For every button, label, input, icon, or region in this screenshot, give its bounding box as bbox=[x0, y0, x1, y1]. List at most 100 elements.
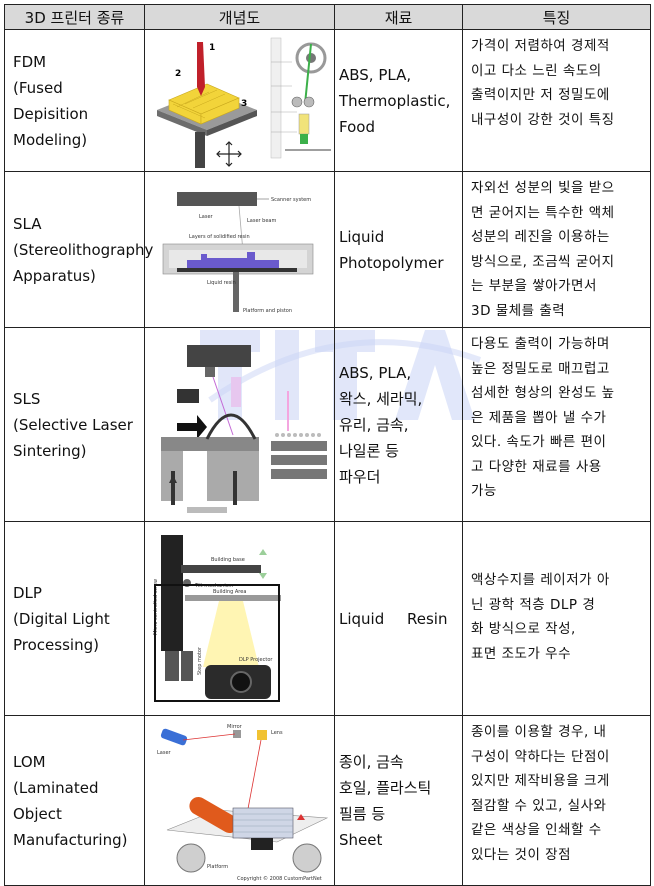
sla-diagram-image: Scanner system Laser Laser beam Layers o… bbox=[162, 191, 313, 314]
dlp-diagram-image: Micro controlled screw Building base Til… bbox=[153, 534, 281, 702]
materials-line: Food bbox=[339, 117, 375, 136]
features-cell-sla: 자외선 성분의 빛을 받으 면 굳어지는 특수한 액체 성분의 레진을 이용하는… bbox=[462, 171, 651, 328]
type-line: SLS bbox=[13, 389, 41, 408]
type-line: Object bbox=[13, 804, 62, 823]
lom-label-platform: Platform bbox=[207, 864, 228, 870]
materials-line: Photopolymer bbox=[339, 253, 444, 272]
features-line: 가격이 저렴하여 경제적 bbox=[471, 38, 610, 54]
features-line: 3D 물체를 출력 bbox=[471, 302, 566, 319]
dlp-label-building-base: Building base bbox=[211, 557, 245, 563]
features-line: 방식으로, 조금씩 굳어지 bbox=[471, 253, 615, 270]
materials-line: 유리, 금속, bbox=[339, 415, 409, 434]
features-line: 액상수지를 레이저가 아 bbox=[471, 572, 610, 588]
materials-line: ABS, PLA, bbox=[339, 65, 412, 84]
materials-cell-dlp: Liquid Resin bbox=[334, 521, 463, 716]
features-line: 화 방식으로 작성, bbox=[471, 621, 576, 637]
sla-label-scanner: Scanner system bbox=[271, 197, 311, 203]
type-line: SLA bbox=[13, 214, 42, 233]
header-type: 3D 프린터 종류 bbox=[4, 4, 145, 30]
type-line: DLP bbox=[13, 583, 42, 602]
features-line: 가능 bbox=[471, 483, 497, 499]
type-line: FDM bbox=[13, 52, 47, 71]
features-line: 있지만 제작비용을 크게 bbox=[471, 773, 610, 789]
materials-line: 왁스, 세라믹, bbox=[339, 389, 423, 408]
type-line: (Stereolithography bbox=[13, 240, 154, 259]
fdm-label-1: 1 bbox=[209, 43, 215, 53]
fdm-diagram-image: 1 2 3 bbox=[156, 37, 331, 168]
features-line: 있다. 속도가 빠른 편이 bbox=[471, 434, 607, 450]
materials-cell-sls: ABS, PLA, 왁스, 세라믹, 유리, 금속, 나일론 등 파우더 bbox=[334, 327, 463, 522]
type-line: (Fused bbox=[13, 78, 63, 97]
diagram-cell-sls bbox=[144, 327, 335, 522]
features-line: 성분의 레진을 이용하는 bbox=[471, 229, 610, 245]
materials-line: 종이, 금속 bbox=[339, 752, 404, 771]
materials-line: 필름 등 bbox=[339, 804, 386, 823]
lom-label-copyright: Copyright © 2008 CustomPartNet bbox=[237, 875, 322, 882]
table-row-sls: SLS (Selective Laser Sintering) bbox=[4, 327, 651, 522]
lom-label-mirror: Mirror bbox=[227, 724, 243, 730]
type-line: (Digital Light bbox=[13, 609, 110, 628]
type-cell-sls: SLS (Selective Laser Sintering) bbox=[4, 327, 145, 522]
sla-label-platform: Platform and piston bbox=[243, 308, 292, 314]
features-line: 다용도 출력이 가능하며 bbox=[471, 336, 610, 352]
dlp-label-projector: DLP Projector bbox=[239, 657, 273, 663]
features-line: 높은 정밀도로 매끄럽고 bbox=[471, 360, 610, 377]
diagram-cell-dlp: Micro controlled screw Building base Til… bbox=[144, 521, 335, 716]
table-row-lom: LOM (Laminated Object Manufacturing) Las… bbox=[4, 715, 651, 886]
lom-label-laser: Laser bbox=[157, 750, 172, 756]
type-line: Sintering) bbox=[13, 441, 87, 460]
features-line: 는 부분을 쌓아가면서 bbox=[471, 278, 597, 294]
printer-comparison-table: 3D 프린터 종류 개념도 재료 특징 FDM (Fused Depisitio… bbox=[4, 4, 651, 886]
features-line: 이고 다소 느린 속도의 bbox=[471, 62, 602, 79]
materials-line: Liquid Resin bbox=[339, 609, 448, 628]
materials-line: Sheet bbox=[339, 830, 383, 849]
sls-diagram-image bbox=[160, 344, 327, 513]
materials-cell-sla: Liquid Photopolymer bbox=[334, 171, 463, 328]
header-row: 3D 프린터 종류 개념도 재료 특징 bbox=[4, 4, 651, 30]
features-line: 구성이 약하다는 단점이 bbox=[471, 748, 610, 765]
sla-label-liquid-resin: Liquid resin bbox=[207, 280, 236, 286]
header-features: 특징 bbox=[462, 4, 651, 30]
features-cell-fdm: 가격이 저렴하여 경제적 이고 다소 느린 속도의 출력이지만 저 정밀도에 내… bbox=[462, 29, 651, 172]
table-row-dlp: DLP (Digital Light Processing) Micro con… bbox=[4, 521, 651, 716]
features-line: 표면 조도가 우수 bbox=[471, 645, 572, 662]
materials-line: Thermoplastic, bbox=[339, 91, 451, 110]
type-line: (Laminated bbox=[13, 778, 99, 797]
type-cell-fdm: FDM (Fused Depisition Modeling) bbox=[4, 29, 145, 172]
lom-diagram-image: Laser Mirror Lens bbox=[157, 724, 328, 882]
table-row-fdm: FDM (Fused Depisition Modeling) bbox=[4, 29, 651, 172]
sla-label-laser-beam: Laser beam bbox=[247, 218, 276, 224]
features-line: 섬세한 형상의 완성도 높 bbox=[471, 385, 615, 401]
features-line: 있다는 것이 장점 bbox=[471, 846, 572, 863]
type-line: (Selective Laser bbox=[13, 415, 133, 434]
features-line: 내구성이 강한 것이 특징 bbox=[471, 111, 615, 128]
type-line: LOM bbox=[13, 752, 46, 771]
diagram-cell-lom: Laser Mirror Lens bbox=[144, 715, 335, 886]
features-line: 은 제품을 뽑아 낼 수가 bbox=[471, 409, 607, 426]
dlp-label-step-motor: Step motor bbox=[197, 646, 203, 675]
materials-line: 나일론 등 bbox=[339, 441, 399, 460]
type-cell-lom: LOM (Laminated Object Manufacturing) bbox=[4, 715, 145, 886]
header-diagram: 개념도 bbox=[144, 4, 335, 30]
type-line: Processing) bbox=[13, 635, 99, 654]
features-line: 고 다양한 재료를 사용 bbox=[471, 458, 602, 475]
sla-label-laser: Laser bbox=[199, 214, 214, 220]
type-line: Manufacturing) bbox=[13, 830, 128, 849]
type-cell-sla: SLA (Stereolithography Apparatus) bbox=[4, 171, 154, 328]
features-cell-sls: 다용도 출력이 가능하며 높은 정밀도로 매끄럽고 섬세한 형상의 완성도 높 … bbox=[462, 327, 651, 522]
materials-line: 호일, 플라스틱 bbox=[339, 778, 432, 797]
fdm-label-2: 2 bbox=[175, 69, 181, 79]
lom-label-lens: Lens bbox=[271, 730, 283, 736]
features-line: 닌 광학 적층 DLP 경 bbox=[471, 596, 596, 613]
materials-line: Liquid bbox=[339, 227, 385, 246]
features-line: 자외선 성분의 빛을 받으 bbox=[471, 180, 615, 196]
materials-cell-fdm: ABS, PLA, Thermoplastic, Food bbox=[334, 29, 463, 172]
header-materials: 재료 bbox=[334, 4, 463, 30]
type-line: Apparatus) bbox=[13, 266, 96, 285]
diagram-cell-sla: Scanner system Laser Laser beam Layers o… bbox=[144, 171, 335, 328]
features-line: 종이를 이용할 경우, 내 bbox=[471, 724, 607, 740]
features-line: 면 굳어지는 특수한 액체 bbox=[471, 204, 615, 221]
materials-cell-lom: 종이, 금속 호일, 플라스틱 필름 등 Sheet bbox=[334, 715, 463, 886]
materials-line: 파우더 bbox=[339, 467, 381, 486]
dlp-label-building-area: Building Area bbox=[213, 589, 246, 595]
